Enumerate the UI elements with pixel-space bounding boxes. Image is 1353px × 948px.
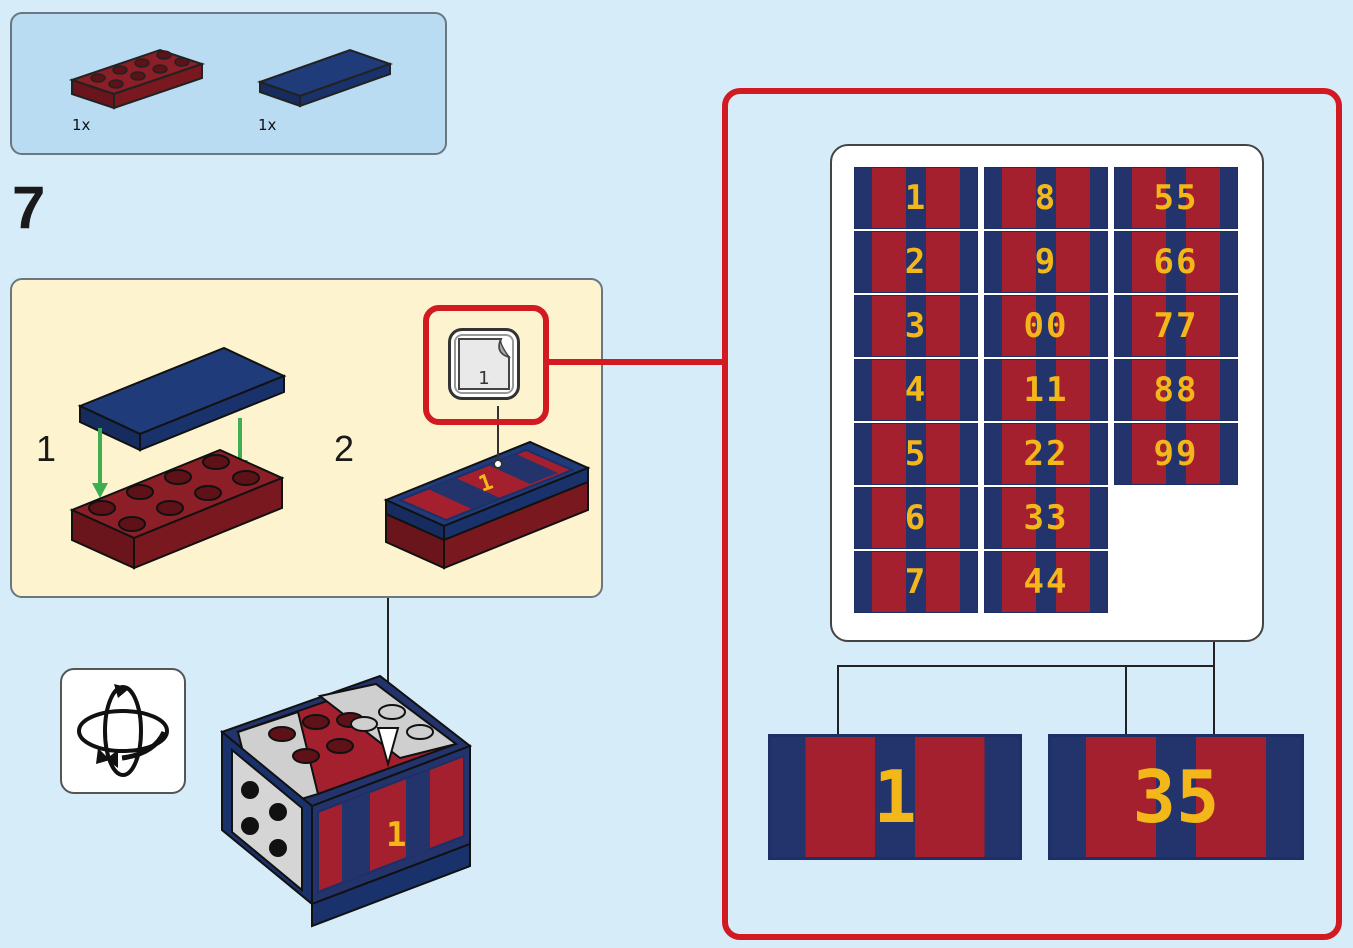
sticker-cell: 5: [854, 423, 978, 485]
part-quantity: 1x: [72, 116, 91, 134]
substep-number: 2: [334, 428, 355, 469]
substep-panel: 1 2: [10, 278, 603, 598]
sticker-cell: 99: [1114, 423, 1238, 485]
sticker-preview: 35: [1048, 734, 1304, 860]
sticker-cell: 1: [854, 167, 978, 229]
blue-tile-2x4-icon: [256, 48, 394, 108]
red-plate-icon: [69, 448, 285, 570]
sticker-cell: 8: [984, 167, 1108, 229]
sticker-preview: 1: [768, 734, 1022, 860]
parts-list: 1x 1x: [10, 12, 447, 155]
sticker-cell: 77: [1114, 295, 1238, 357]
red-plate-2x4-icon: [68, 48, 206, 110]
part-quantity: 1x: [258, 116, 277, 134]
assembled-brick-icon: 1: [383, 440, 591, 570]
peel-sticker-icon: [458, 338, 511, 390]
sticker-cell: 33: [984, 487, 1108, 549]
sticker-cell: 11: [984, 359, 1108, 421]
sticker-cell: 66: [1114, 231, 1238, 293]
sticker-cell: 88: [1114, 359, 1238, 421]
sticker-cell: 2: [854, 231, 978, 293]
sticker-cell: 7: [854, 551, 978, 613]
sticker-icon: 1: [448, 328, 520, 400]
placement-arrow-icon: [376, 727, 400, 768]
model-sticker-number: 1: [386, 815, 406, 855]
sticker-cell: 00: [984, 295, 1108, 357]
sticker-cell: 3: [854, 295, 978, 357]
sticker-cell: 9: [984, 231, 1108, 293]
parts-illustration: [68, 48, 394, 110]
sticker-cell: 4: [854, 359, 978, 421]
sticker-cell: 55: [1114, 167, 1238, 229]
rotate-model-icon: [60, 668, 186, 794]
substep-number: 1: [36, 428, 57, 469]
sticker-cell: 44: [984, 551, 1108, 613]
blue-tile-icon: [77, 346, 287, 452]
rotate-arrows-icon: [77, 684, 169, 777]
assembled-model-icon: 1: [219, 674, 473, 928]
sticker-icon-number: 1: [478, 368, 490, 389]
sticker-sheet-panel: [722, 88, 1342, 940]
sticker-callout-highlight: [423, 305, 549, 425]
sticker-cell: 22: [984, 423, 1108, 485]
sticker-cell: 6: [854, 487, 978, 549]
substep-illustration: 1: [69, 346, 591, 570]
step-number: 7: [12, 174, 46, 241]
